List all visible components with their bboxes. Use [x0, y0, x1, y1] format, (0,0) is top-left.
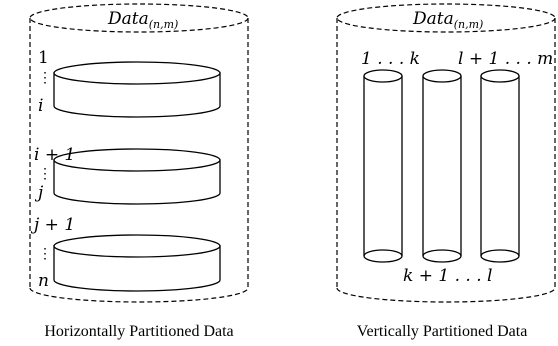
row-ellipsis-2: ⋮ — [38, 166, 52, 182]
row-label-start-1: 1 — [38, 48, 49, 68]
column-label-first: 1 . . . k — [361, 49, 420, 69]
horizontal-caption: Horizontally Partitioned Data — [44, 323, 233, 340]
horizontal-partition-3 — [53, 234, 221, 292]
vertical-partition-3 — [480, 69, 520, 263]
row-ellipsis-3: ⋮ — [38, 246, 52, 262]
row-label-end-3: n — [38, 271, 49, 291]
column-label-last: l + 1 . . . m — [458, 49, 553, 69]
row-label-end-2: j — [34, 183, 44, 203]
horizontal-partition-1 — [53, 61, 221, 118]
vertical-dataset-cylinder — [336, 3, 556, 303]
horizontal-partition-2 — [53, 148, 221, 205]
horizontal-dataset-title: Data(n,m) — [107, 9, 178, 31]
row-ellipsis-1: ⋮ — [38, 70, 52, 86]
vertical-dataset-title: Data(n,m) — [412, 9, 483, 31]
row-label-start-2: i + 1 — [34, 145, 75, 165]
row-label-end-1: i — [38, 96, 43, 116]
horizontal-dataset-cylinder — [29, 3, 249, 303]
vertical-partition-2 — [422, 69, 462, 263]
column-label-middle: k + 1 . . . l — [403, 266, 492, 286]
vertical-caption: Vertically Partitioned Data — [357, 323, 528, 340]
vertical-partition-1 — [363, 69, 403, 263]
row-label-start-3: j + 1 — [30, 215, 75, 235]
